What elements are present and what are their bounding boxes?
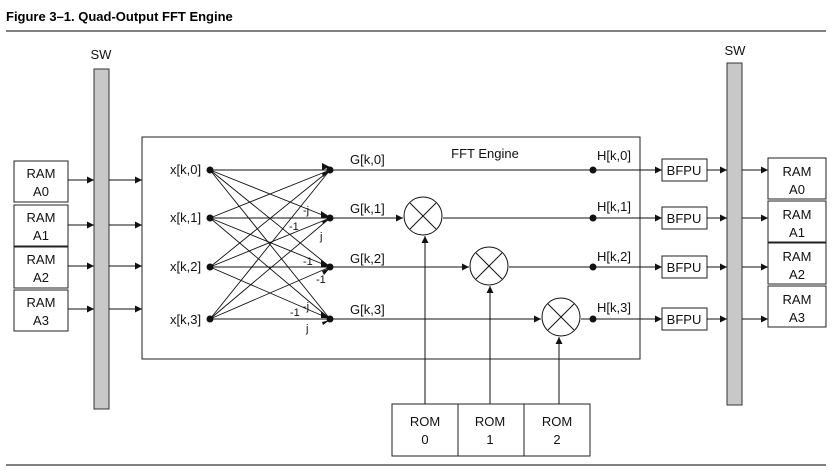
bfpu-1-label: BFPU	[667, 211, 702, 226]
h-label-3: H[k,3]	[597, 300, 631, 315]
rom-0-label: ROM	[410, 414, 440, 429]
butterfly-network	[209, 169, 331, 320]
figure-caption: Figure 3–1. Quad-Output FFT Engine	[6, 9, 233, 24]
input-x3: x[k,3]	[170, 312, 201, 327]
ram-out-a3-label: RAM	[783, 292, 812, 307]
g-label-2: G[k,2]	[350, 251, 385, 266]
bfpu-group: BFPU BFPU BFPU BFPU	[661, 158, 708, 331]
ram-in-a3-id: A3	[33, 313, 49, 328]
input-x2: x[k,2]	[170, 259, 201, 274]
ram-in-a0	[13, 160, 69, 203]
ram-in-a0-label: RAM	[27, 166, 56, 181]
sign-g1-a: -j	[303, 205, 309, 217]
output-arrows	[707, 166, 768, 323]
input-arrows	[68, 176, 142, 313]
h-label-2: H[k,2]	[597, 249, 631, 264]
ram-out-a3	[767, 285, 827, 328]
g-label-0: G[k,0]	[350, 152, 385, 167]
ram-out-a0-id: A0	[789, 182, 805, 197]
sign-g3-b: -j	[303, 301, 309, 313]
ram-in-a2-label: RAM	[27, 252, 56, 267]
ram-out-a0	[767, 157, 827, 200]
multiplier-3	[541, 297, 581, 337]
ram-out-a1-label: RAM	[783, 207, 812, 222]
ram-in-a1-id: A1	[33, 228, 49, 243]
bfpu-0-label: BFPU	[667, 163, 702, 178]
ram-in-a2	[13, 246, 69, 289]
rom-group: ROM 0 ROM 1 ROM 2	[391, 403, 591, 457]
rom-0-id: 0	[421, 432, 428, 447]
rom-2-id: 2	[553, 432, 560, 447]
sign-g2-a: -1	[303, 256, 313, 268]
input-x1: x[k,1]	[170, 210, 201, 225]
multiplier-1	[403, 196, 443, 236]
ram-in-a3	[13, 289, 69, 332]
sign-g1-c: j	[319, 231, 322, 243]
g-label-3: G[k,3]	[350, 302, 385, 317]
g-label-1: G[k,1]	[350, 201, 385, 216]
sign-g2-b: -1	[316, 274, 326, 286]
switch-left-label: SW	[91, 47, 113, 62]
bfpu-2-label: BFPU	[667, 260, 702, 275]
switch-right-bus	[726, 62, 743, 406]
ram-in-a0-id: A0	[33, 184, 49, 199]
rom-1-label: ROM	[475, 414, 505, 429]
ram-in-a1-label: RAM	[27, 210, 56, 225]
sign-g1-b: -1	[289, 221, 299, 233]
signal-paths	[330, 169, 593, 323]
sign-g3-c: j	[305, 323, 308, 335]
rom-0	[391, 403, 459, 457]
ram-out-a2	[767, 242, 827, 285]
ram-in-group: RAM A0 RAM A1 RAM A2 RAM A3	[13, 160, 69, 332]
ram-out-a2-label: RAM	[783, 249, 812, 264]
ram-out-a1-id: A1	[789, 225, 805, 240]
rom-1	[457, 403, 525, 457]
ram-in-a2-id: A2	[33, 270, 49, 285]
rom-1-id: 1	[486, 432, 493, 447]
ram-out-a0-label: RAM	[783, 164, 812, 179]
rom-2	[523, 403, 591, 457]
bfpu-3-label: BFPU	[667, 312, 702, 327]
ram-in-a1	[13, 204, 69, 247]
multiplier-2	[469, 246, 509, 286]
input-x0: x[k,0]	[170, 162, 201, 177]
ram-in-a3-label: RAM	[27, 295, 56, 310]
switch-right-label: SW	[725, 43, 747, 58]
switch-left-bus	[93, 68, 110, 410]
sign-g3-a: -1	[290, 307, 300, 319]
h-label-1: H[k,1]	[597, 199, 631, 214]
ram-out-a3-id: A3	[789, 310, 805, 325]
ram-out-a1	[767, 200, 827, 243]
fft-engine-title: FFT Engine	[451, 146, 519, 161]
ram-out-a2-id: A2	[789, 267, 805, 282]
rom-2-label: ROM	[542, 414, 572, 429]
ram-out-group: RAM A0 RAM A1 RAM A2 RAM A3	[767, 157, 827, 328]
h-label-0: H[k,0]	[597, 148, 631, 163]
